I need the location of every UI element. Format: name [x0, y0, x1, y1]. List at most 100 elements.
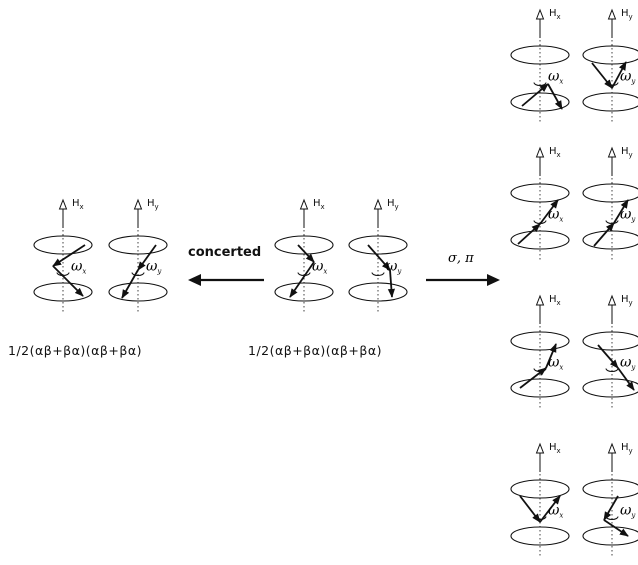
precession-frequency-subscript: x	[559, 364, 563, 372]
precession-cone-bottom	[582, 526, 638, 546]
sigma-pi-label: σ, π	[448, 251, 474, 266]
concerted-label: concerted	[188, 245, 261, 260]
spin-vector-1	[519, 367, 547, 389]
precession-frequency-subscript: y	[630, 216, 636, 224]
precession-frequency-label: ωx	[548, 207, 563, 224]
spin-unit-x: Hx ωx	[510, 294, 570, 408]
precession-frequency-label: ωx	[312, 259, 327, 276]
spin-vector-2	[547, 83, 563, 110]
precession-cone-top	[274, 235, 334, 255]
precession-frequency-label: ωy	[620, 503, 636, 520]
field-label-y: Hy	[147, 198, 159, 211]
precession-frequency-label: ωy	[620, 69, 636, 86]
spin-vector-2	[613, 199, 629, 224]
field-arrow-head-icon	[58, 198, 68, 210]
spin-unit-x: Hx ωx	[510, 442, 570, 556]
field-label-y: Hy	[621, 146, 633, 159]
precession-cone-top	[348, 235, 408, 255]
precession-cone-top	[108, 235, 168, 255]
precession-frequency-subscript: x	[559, 216, 563, 224]
spin-vector-1	[517, 223, 541, 245]
precession-frequency-label: ωy	[620, 207, 636, 224]
precession-cone-top	[510, 183, 570, 203]
precession-frequency-subscript: x	[559, 78, 563, 86]
field-arrow-head-icon	[133, 198, 143, 210]
field-arrow-head-icon	[535, 442, 545, 454]
field-label-y: Hy	[387, 198, 399, 211]
field-label-subscript: y	[629, 447, 633, 455]
spin-unit-y: Hy ωy	[582, 442, 638, 556]
spin-vector-2	[539, 495, 561, 523]
field-arrow-head-icon	[535, 8, 545, 20]
field-label-subscript: x	[557, 299, 561, 307]
precession-cone-top	[510, 479, 570, 499]
field-label-x: Hx	[549, 442, 561, 455]
field-arrow-head-icon	[535, 294, 545, 306]
field-label-y: Hy	[621, 442, 633, 455]
field-label-subscript: x	[321, 203, 325, 211]
precession-cone-bottom	[33, 282, 93, 302]
precession-loop-icon	[371, 272, 385, 276]
precession-cone-bottom	[274, 282, 334, 302]
spin-vector-1	[137, 244, 157, 271]
concerted-arrow	[188, 274, 264, 286]
precession-cone-bottom	[510, 92, 570, 112]
precession-frequency-subscript: y	[630, 78, 636, 86]
spin-vector-2	[545, 343, 557, 369]
field-arrow-head-icon	[535, 146, 545, 158]
precession-loop-icon	[131, 272, 145, 276]
precession-cone-top	[582, 331, 638, 351]
spin-vector-2	[52, 265, 84, 297]
spin-vector-1	[519, 495, 541, 523]
precession-loop-icon	[605, 368, 619, 372]
precession-frequency-label: ωx	[548, 69, 563, 86]
precession-cone-bottom	[582, 378, 638, 398]
sigma-pi-arrow	[426, 274, 500, 286]
precession-cone-top	[582, 183, 638, 203]
spin-vector-2	[289, 261, 315, 298]
field-arrow-head-icon	[299, 198, 309, 210]
spin-vector-1	[367, 244, 391, 271]
precession-cone-top	[510, 45, 570, 65]
precession-frequency-label: ωy	[146, 259, 162, 276]
spin-vector-2	[387, 269, 395, 298]
spin-vector-2	[603, 519, 629, 537]
field-label-subscript: y	[629, 299, 633, 307]
precession-cone-bottom	[108, 282, 168, 302]
field-label-x: Hx	[549, 146, 561, 159]
precession-frequency-subscript: x	[323, 268, 327, 276]
field-arrow-head-icon	[607, 146, 617, 158]
precession-cone-bottom	[510, 526, 570, 546]
field-label-subscript: x	[557, 447, 561, 455]
precession-frequency-subscript: y	[630, 364, 636, 372]
precession-cone-top	[582, 479, 638, 499]
precession-frequency-label: ωx	[548, 355, 563, 372]
precession-frequency-subscript: y	[396, 268, 402, 276]
precession-cone-top	[510, 331, 570, 351]
field-arrow-head-icon	[607, 294, 617, 306]
spin-vector-1	[297, 244, 315, 263]
field-label-subscript: x	[557, 13, 561, 21]
left-spin-state-formula: 1/2(αβ+βα)(αβ+βα)	[8, 343, 142, 358]
precession-cone-top	[582, 45, 638, 65]
spin-vector-1	[593, 222, 615, 247]
field-label-subscript: y	[395, 203, 399, 211]
spin-vector-1	[591, 62, 613, 89]
field-label-subscript: x	[80, 203, 84, 211]
spin-vector-2	[611, 61, 627, 89]
field-label-x: Hx	[72, 198, 84, 211]
precession-frequency-subscript: x	[559, 512, 563, 520]
field-label-subscript: y	[155, 203, 159, 211]
product-state-row-4: Hx ωx Hy ωy	[510, 442, 638, 556]
precession-cone-bottom	[582, 230, 638, 250]
precession-frequency-label: ωx	[548, 503, 563, 520]
field-label-x: Hx	[549, 294, 561, 307]
